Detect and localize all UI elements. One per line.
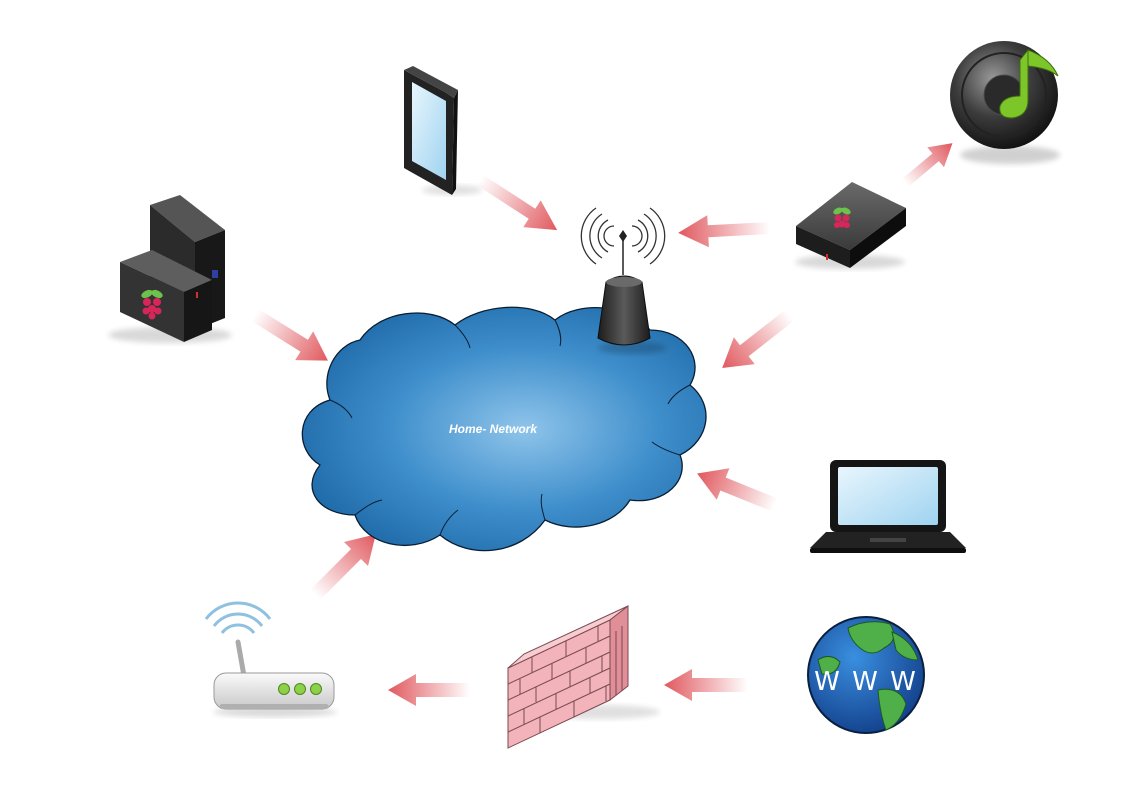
arrow-firewall-to-router: [388, 674, 470, 706]
signal-waves: [580, 207, 666, 265]
brick-lines: [507, 626, 623, 733]
arrows: [251, 143, 953, 706]
arrow-tablet-to-antenna: [476, 174, 558, 231]
raspberry-pi-box-icon: [795, 182, 906, 269]
firewall-icon: [507, 604, 660, 749]
globe-www-text: W W W: [814, 667, 918, 697]
continents: [817, 621, 919, 731]
arrow-mediabox-to-antenna: [678, 215, 771, 248]
wifi-signal-icon: [204, 601, 272, 634]
music-speaker-icon: [950, 41, 1060, 164]
globe-www-icon: W W W: [807, 616, 925, 734]
arrow-router-to-cloud: [310, 534, 376, 600]
tablet-icon: [404, 66, 482, 195]
raspberry-pi-server-icon: [108, 195, 232, 343]
laptop-icon: [810, 460, 966, 553]
wifi-router-icon: [204, 601, 337, 717]
arrow-globe-to-firewall: [664, 669, 748, 701]
arrow-mediabox-to-music: [901, 143, 953, 187]
cloud-label: Home- Network: [449, 422, 538, 436]
arrow-servers-to-cloud: [251, 309, 328, 361]
wireless-antenna-icon: [580, 207, 666, 354]
home-network-cloud: Home- Network: [301, 306, 707, 552]
arrow-laptop-to-cloud: [697, 468, 778, 512]
raspberry-logo: [833, 207, 851, 228]
arrow-right-to-cloud: [722, 309, 795, 368]
music-note-icon: [999, 48, 1059, 119]
raspberry-logo: [141, 289, 163, 320]
